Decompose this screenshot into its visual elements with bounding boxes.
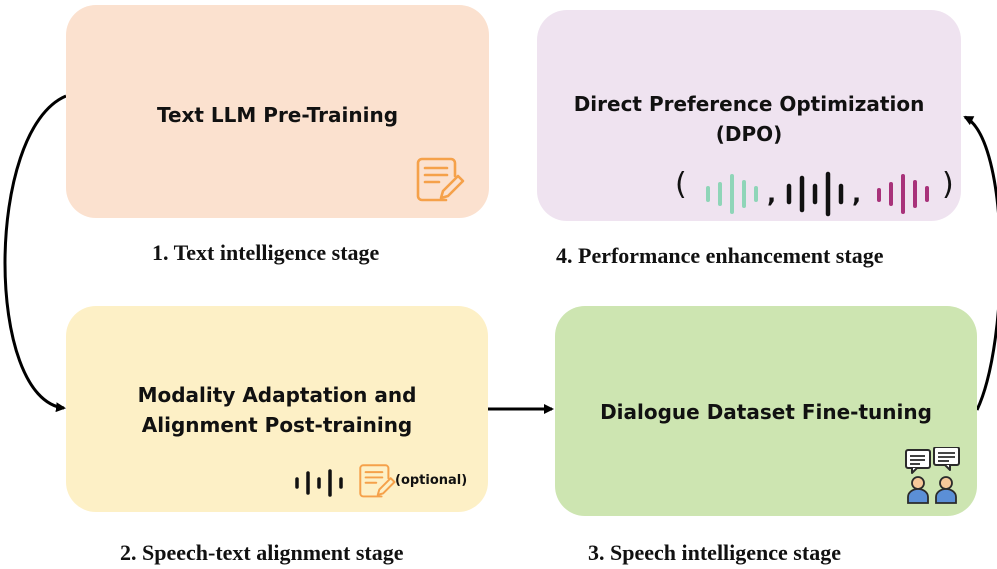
arrow-stage1-to-stage2 xyxy=(3,94,67,413)
dialogue-finetuning-title: Dialogue Dataset Fine-tuning xyxy=(600,400,932,424)
tuple-close-paren: ) xyxy=(942,167,954,202)
audio-wave-icon xyxy=(786,171,844,217)
tuple-comma-1: , xyxy=(767,180,777,208)
modality-adaptation-box: Modality Adaptation and Alignment Post-t… xyxy=(66,306,488,512)
stage-1-label: 1. Text intelligence stage xyxy=(152,240,380,265)
optional-label: (optional) xyxy=(395,473,468,488)
tuple-comma-2: , xyxy=(852,180,862,208)
stage-3-label: 3. Speech intelligence stage xyxy=(588,540,841,565)
note-pen-icon xyxy=(358,463,396,505)
audio-wave-icon xyxy=(877,174,929,214)
dpo-box: Direct Preference Optimization (DPO) ( ,… xyxy=(537,10,961,221)
tuple-open-paren: ( xyxy=(675,167,687,202)
dialogue-finetuning-box: Dialogue Dataset Fine-tuning xyxy=(555,306,977,516)
dpo-title-line2: (DPO) xyxy=(715,122,783,146)
stage-2-label: 2. Speech-text alignment stage xyxy=(120,540,404,565)
text-llm-pretraining-title: Text LLM Pre-Training xyxy=(156,103,399,127)
stage-4-label: 4. Performance enhancement stage xyxy=(556,243,884,268)
audio-wave-icon xyxy=(295,469,343,497)
modality-title-line1: Modality Adaptation and xyxy=(137,383,417,407)
note-pen-icon xyxy=(415,156,465,210)
chat-users-icon xyxy=(904,446,962,509)
dpo-title-line1: Direct Preference Optimization xyxy=(573,92,925,116)
audio-wave-icon xyxy=(706,174,758,214)
modality-title-line2: Alignment Post-training xyxy=(141,413,413,437)
arrow-stage3-to-stage4 xyxy=(963,115,997,411)
text-llm-pretraining-box: Text LLM Pre-Training xyxy=(66,5,489,218)
